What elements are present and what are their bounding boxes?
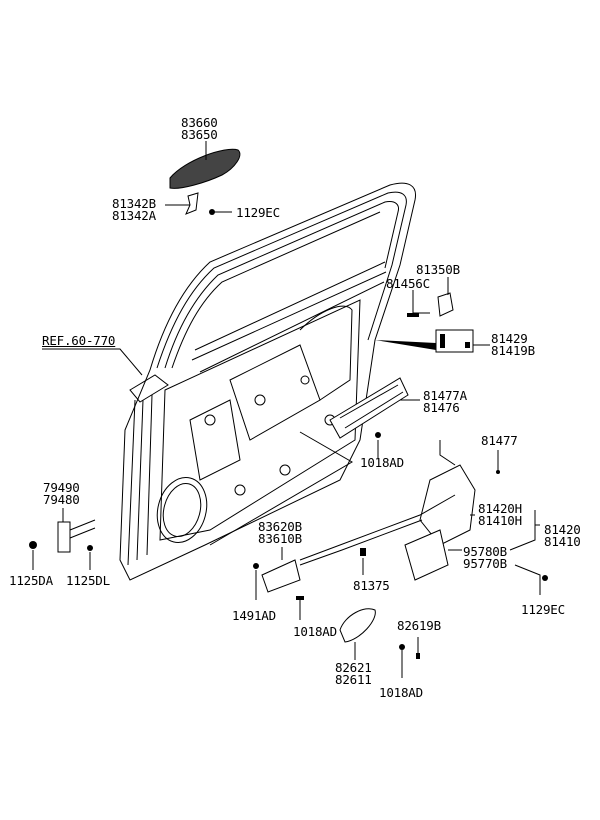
- label-1018ad-mid: 1018AD: [360, 455, 404, 470]
- label-1125da: 1125DA: [9, 573, 53, 588]
- label-81420h: 81420H: [478, 501, 522, 516]
- lock-protector-part: [329, 377, 409, 439]
- label-1491ad: 1491AD: [232, 608, 276, 623]
- label-ref-60-770: REF.60-770: [42, 333, 116, 348]
- label-81456c: 81456C: [386, 276, 430, 291]
- label-79480: 79480: [43, 492, 80, 507]
- label-95780b: 95780B: [463, 544, 507, 559]
- label-79490: 79490: [43, 480, 80, 495]
- label-95770b: 95770B: [463, 556, 507, 571]
- label-1129ec-top: 1129EC: [236, 205, 280, 220]
- label-81342b: 81342B: [112, 196, 156, 211]
- inside-handle-part: [253, 548, 548, 659]
- label-83650: 83650: [181, 127, 218, 142]
- label-82611: 82611: [335, 672, 372, 687]
- label-81476: 81476: [423, 400, 460, 415]
- label-81410: 81410: [544, 534, 581, 549]
- label-82619b: 82619B: [397, 618, 441, 633]
- label-81429: 81429: [491, 331, 528, 346]
- control-rod: [299, 494, 456, 561]
- label-81420: 81420: [544, 522, 581, 537]
- label-83660: 83660: [181, 115, 218, 130]
- label-1125dl: 1125DL: [66, 573, 110, 588]
- label-83610b: 83610B: [258, 531, 302, 546]
- label-81350b: 81350B: [416, 262, 460, 277]
- label-81477: 81477: [481, 433, 518, 448]
- label-81375: 81375: [353, 578, 390, 593]
- label-1018ad-b: 1018AD: [379, 685, 423, 700]
- door-checker-part: [29, 519, 96, 553]
- striker-part: [407, 292, 454, 317]
- label-81419b: 81419B: [491, 343, 535, 358]
- label-81410h: 81410H: [478, 513, 522, 528]
- label-1018ad-a: 1018AD: [293, 624, 337, 639]
- leader-lines: [32, 141, 541, 678]
- label-83620b: 83620B: [258, 519, 302, 534]
- latch-cover-part: [375, 329, 474, 353]
- label-81477a: 81477A: [423, 388, 467, 403]
- label-1129ec-bottom: 1129EC: [521, 602, 565, 617]
- door-panel: [119, 182, 417, 581]
- latch-assembly-part: [404, 440, 500, 581]
- label-82621: 82621: [335, 660, 372, 675]
- label-81342a: 81342A: [112, 208, 156, 223]
